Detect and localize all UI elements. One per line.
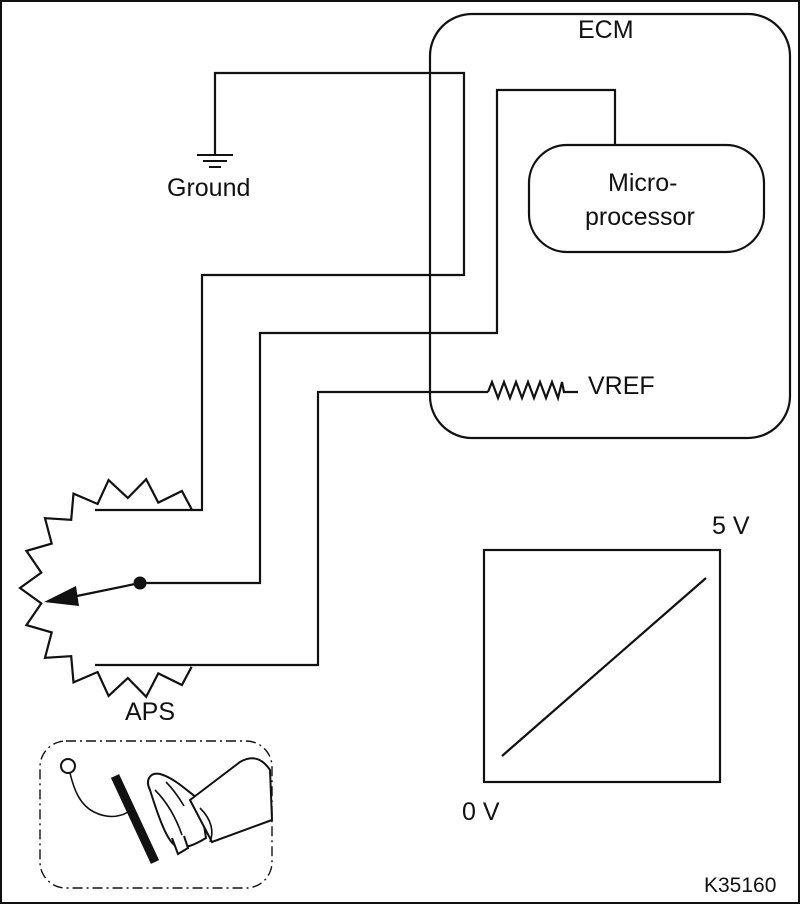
voltage-high-label: 5 V bbox=[712, 512, 750, 540]
signal-wire bbox=[140, 88, 617, 585]
vref-wire bbox=[95, 390, 488, 667]
microprocessor-label-line1: Micro- bbox=[608, 169, 677, 197]
ecm-label: ECM bbox=[578, 16, 634, 44]
ecm-box bbox=[428, 12, 792, 440]
potentiometer-icon bbox=[18, 477, 193, 699]
wiper-arrow-icon bbox=[44, 586, 79, 606]
aps-label: APS bbox=[125, 698, 175, 726]
voltage-low-label: 0 V bbox=[462, 798, 500, 826]
voltage-graph-frame bbox=[482, 548, 722, 784]
ground-symbol-icon bbox=[197, 154, 233, 168]
ground-label: Ground bbox=[167, 174, 250, 202]
accelerator-pedal-icon bbox=[60, 757, 274, 864]
voltage-graph-line bbox=[501, 577, 707, 757]
ground-wire bbox=[95, 71, 466, 512]
wiper-line bbox=[71, 581, 141, 599]
wiper-node bbox=[133, 576, 147, 590]
resistor-icon bbox=[486, 378, 578, 402]
microprocessor-label-line2: processor bbox=[585, 203, 695, 231]
microprocessor-box bbox=[527, 143, 766, 254]
vref-label: VREF bbox=[588, 372, 655, 400]
figure-id: K35160 bbox=[704, 874, 776, 897]
